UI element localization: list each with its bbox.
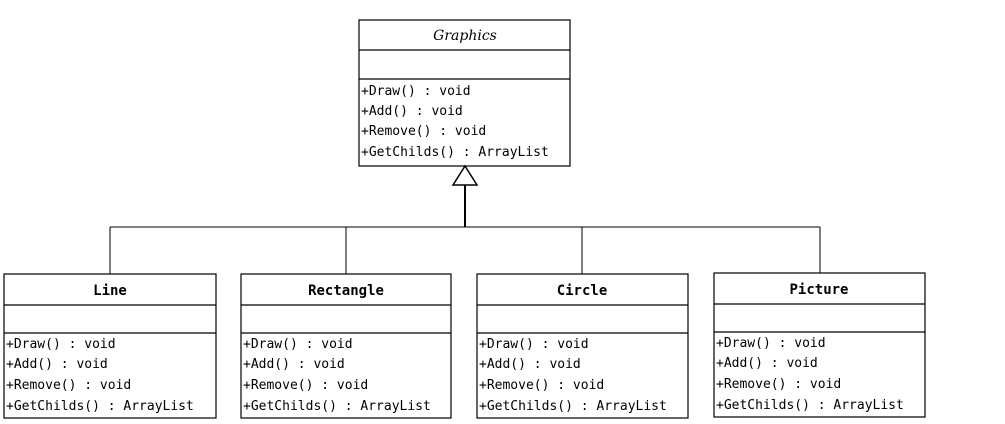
class-line: Line +Draw() : void +Add() : void +Remov… [3,273,217,419]
class-rectangle-op-getchilds: +GetChilds() : ArrayList [243,399,431,414]
class-rectangle-box [240,273,452,419]
class-graphics-op-remove: +Remove() : void [361,124,486,139]
class-circle-op-add: +Add() : void [479,357,581,372]
class-circle-box [476,273,689,419]
class-circle-op-draw: +Draw() : void [479,337,589,352]
class-rectangle: Rectangle +Draw() : void +Add() : void +… [240,273,452,419]
class-rectangle-op-draw: +Draw() : void [243,337,353,352]
class-circle-op-remove: +Remove() : void [479,378,604,393]
class-picture: Picture +Draw() : void +Add() : void +Re… [713,272,926,418]
class-line-op-remove: +Remove() : void [6,378,131,393]
class-picture-op-remove: +Remove() : void [716,377,841,392]
class-rectangle-op-remove: +Remove() : void [243,378,368,393]
class-graphics-box [358,19,571,167]
class-picture-name: Picture [789,282,848,298]
class-picture-op-draw: +Draw() : void [716,336,826,351]
class-picture-box [713,272,926,418]
class-line-op-draw: +Draw() : void [6,337,116,352]
class-rectangle-op-add: +Add() : void [243,357,345,372]
generalization-connectors [109,164,821,274]
class-graphics-op-add: +Add() : void [361,104,463,119]
class-graphics-op-draw: +Draw() : void [361,84,471,99]
class-circle: Circle +Draw() : void +Add() : void +Rem… [476,273,689,419]
class-graphics: Graphics +Draw() : void +Add() : void +R… [358,19,571,167]
class-rectangle-name: Rectangle [308,283,384,299]
generalization-arrowhead [451,164,479,186]
class-line-box [3,273,217,419]
class-circle-name: Circle [557,283,608,299]
class-circle-op-getchilds: +GetChilds() : ArrayList [479,399,667,414]
class-line-op-getchilds: +GetChilds() : ArrayList [6,399,194,414]
class-line-name: Line [93,283,127,299]
class-line-op-add: +Add() : void [6,357,108,372]
class-graphics-name: Graphics [433,28,497,44]
class-picture-op-getchilds: +GetChilds() : ArrayList [716,398,904,413]
class-picture-op-add: +Add() : void [716,356,818,371]
class-graphics-op-getchilds: +GetChilds() : ArrayList [361,145,549,160]
